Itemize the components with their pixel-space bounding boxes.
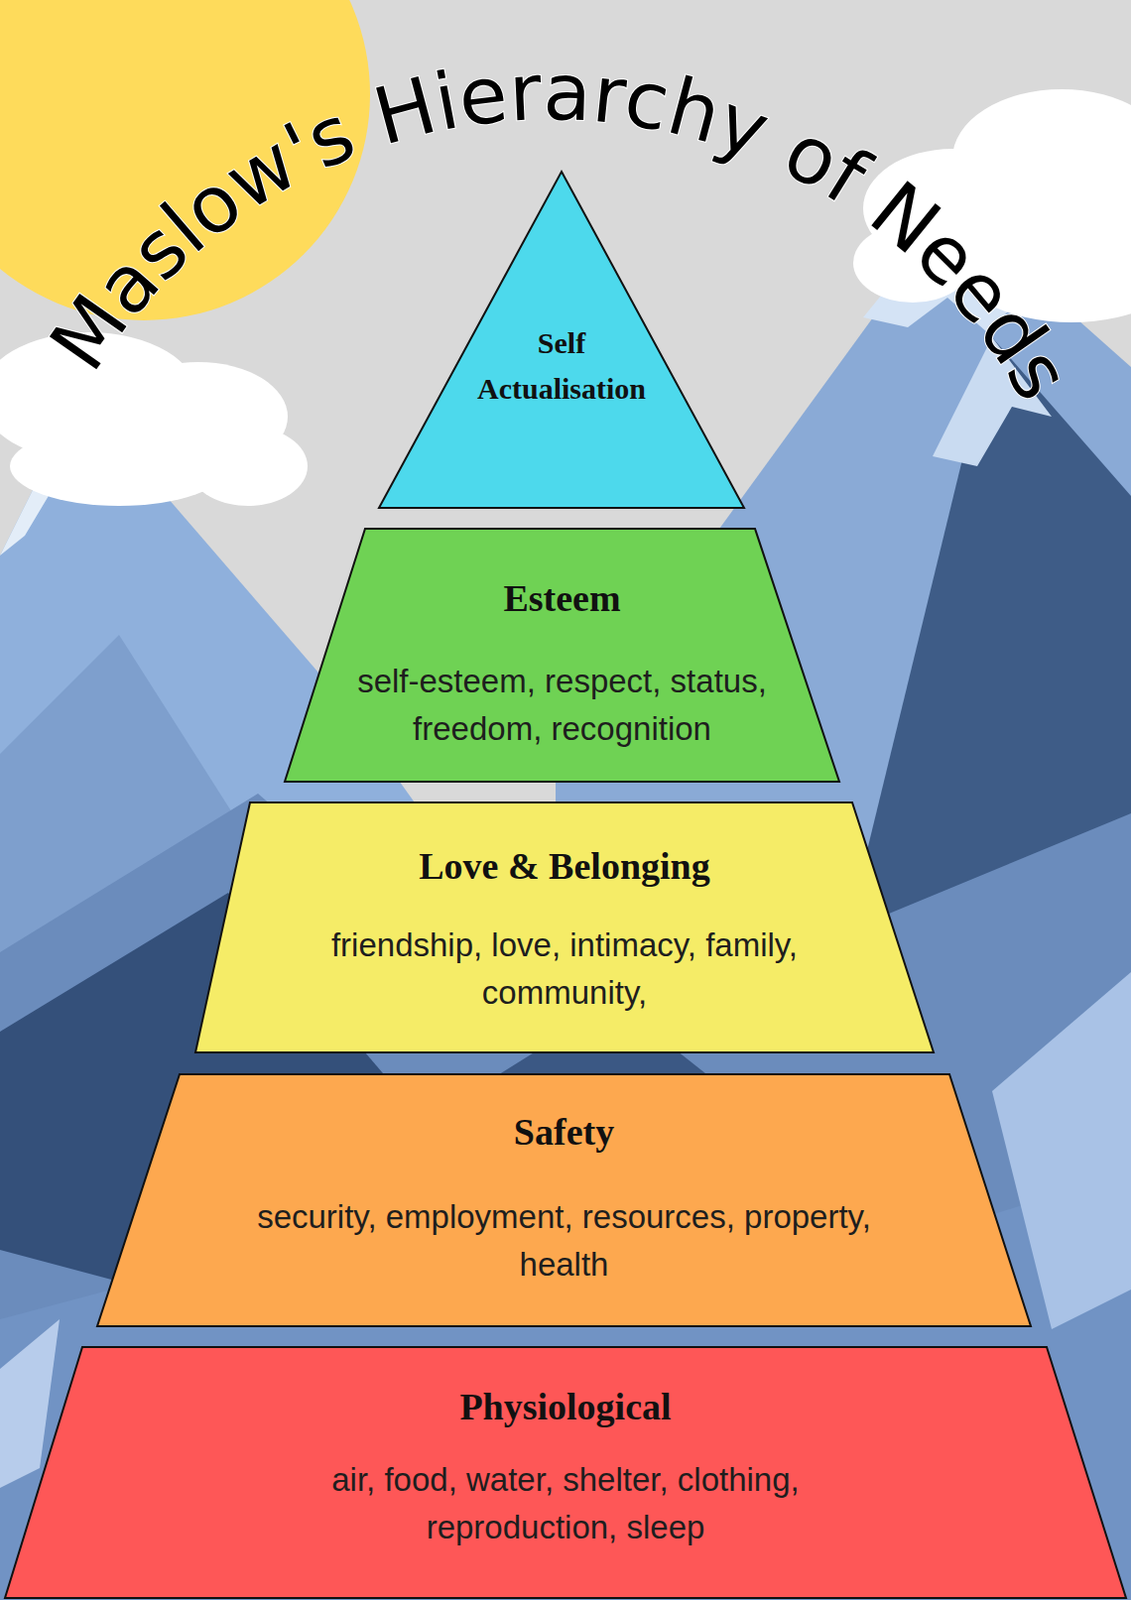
text-block: Self Actualisation (378, 320, 745, 412)
mountain (0, 793, 1131, 1600)
level-examples: air, food, water, shelter, clothing, rep… (248, 1456, 883, 1552)
level-examples: self-esteem, respect, status, freedom, r… (342, 657, 783, 754)
level-examples: friendship, love, intimacy, family, comm… (256, 921, 873, 1017)
pyramid-apex: Self Actualisation (378, 171, 745, 508)
pyramid-band: Safety security, employment, resources, p… (97, 1074, 1031, 1327)
level-heading: Esteem (368, 576, 755, 621)
cloud-puff (952, 193, 1131, 323)
level-heading: Self Actualisation (462, 320, 661, 412)
pyramid-band: Esteem self-esteem, respect, status, free… (284, 528, 840, 782)
level-examples: security, employment, resources, propert… (256, 1193, 873, 1289)
pyramid-band: Physiological air, food, water, shelter, … (4, 1347, 1127, 1599)
text-block: Physiological air, food, water, shelter, … (4, 1384, 1127, 1552)
cloud (0, 332, 308, 506)
band-shape (195, 802, 934, 1053)
sun (0, 0, 371, 321)
pyramid-band: Love & Belonging friendship, love, intima… (195, 802, 934, 1053)
cloud-puff (9, 426, 229, 506)
text-block: Love & Belonging friendship, love, intima… (195, 844, 934, 1017)
text-block: Esteem self-esteem, respect, status, free… (284, 576, 840, 754)
band-shape (4, 1347, 1127, 1599)
cloud-puff (853, 223, 973, 303)
level-heading: Physiological (248, 1384, 883, 1429)
text-block: Safety security, employment, resources, p… (97, 1110, 1031, 1289)
band-shape (378, 171, 745, 508)
level-heading: Safety (256, 1110, 873, 1154)
snow-cap (932, 337, 1052, 467)
band-shape (284, 528, 840, 782)
band-shape (97, 1074, 1031, 1327)
level-heading: Love & Belonging (268, 844, 861, 888)
cloud (853, 89, 1131, 323)
